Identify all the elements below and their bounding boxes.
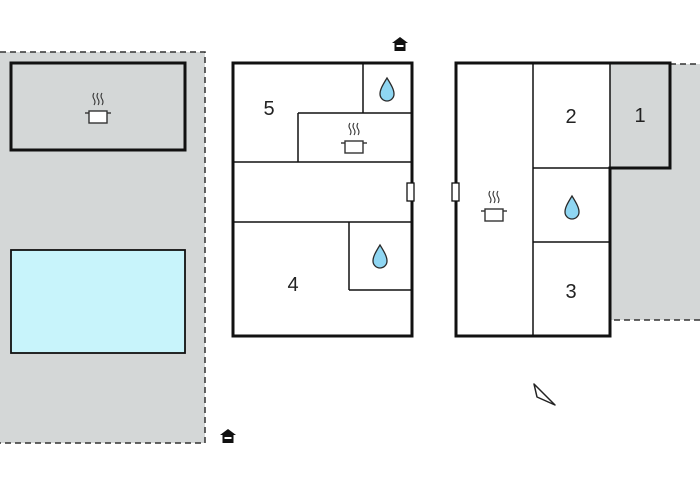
middle-building: 5 4: [231, 61, 415, 338]
room-label-5: 5: [263, 98, 274, 120]
water-drop-icon: [372, 244, 388, 269]
annex-kitchen-room: [9, 61, 187, 152]
annex-building: [9, 61, 187, 152]
water-drop-icon: [379, 77, 395, 102]
house-icon: [392, 37, 408, 51]
cooking-pot-icon: [340, 122, 368, 154]
swimming-pool: [10, 249, 186, 354]
door: [451, 182, 460, 202]
right-building: 2 1 3: [451, 61, 672, 338]
room-label-2: 2: [565, 106, 576, 128]
cooking-pot-icon: [480, 190, 508, 222]
middle-building-outline: [231, 61, 414, 338]
compass-arrow-icon: [533, 383, 556, 406]
water-drop-icon: [564, 195, 580, 220]
door: [406, 182, 415, 202]
room-label-1: 1: [634, 105, 645, 127]
room-label-3: 3: [565, 281, 576, 303]
room-label-4: 4: [287, 274, 298, 296]
house-icon: [220, 429, 236, 443]
terrace-right: [610, 64, 700, 320]
